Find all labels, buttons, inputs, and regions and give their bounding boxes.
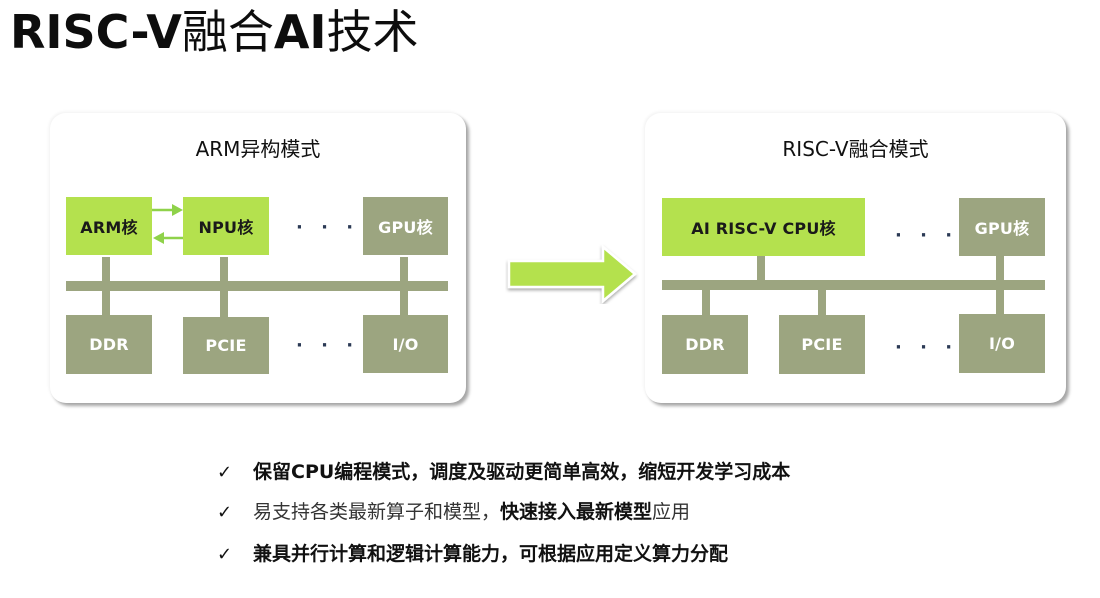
benefit-item-3: ✓ 兼具并行计算和逻辑计算能力，可根据应用定义算力分配: [217, 540, 728, 569]
title-part-ai: AI: [273, 5, 327, 59]
pcie-bus-connector: [220, 291, 228, 317]
cpu-bus-connector: [757, 256, 765, 280]
io-bus-connector: [996, 290, 1004, 314]
arm-heterogeneous-panel: ARM异构模式 ARM核 NPU核 GPU核 · · · DDR PCIE I/…: [50, 113, 466, 403]
benefit-3-text: 兼具并行计算和逻辑计算能力，可根据应用定义算力分配: [253, 543, 729, 565]
checkmark-icon: ✓: [217, 502, 233, 523]
pcie-bus-connector: [818, 290, 826, 315]
transition-arrow-icon: [507, 244, 637, 304]
riscv-fusion-panel: RISC-V融合模式 AI RISC-V CPU核 GPU核 · · · DDR…: [645, 113, 1066, 403]
ddr-box: DDR: [66, 315, 152, 374]
more-peripherals-ellipsis: · · ·: [296, 335, 360, 356]
system-bus: [66, 281, 448, 291]
ddr-box: DDR: [662, 315, 748, 374]
npu-bus-connector: [220, 257, 228, 281]
more-cores-ellipsis: · · ·: [895, 225, 959, 246]
riscv-panel-title: RISC-V融合模式: [782, 137, 929, 161]
benefit-2-text-a: 易支持各类最新算子和模型，: [253, 501, 501, 523]
gpu-core-box: GPU核: [959, 198, 1045, 256]
slide-title: RISC-V融合AI技术: [10, 2, 419, 62]
arm-core-box: ARM核: [66, 197, 152, 255]
gpu-bus-connector: [400, 257, 408, 281]
ai-riscv-cpu-core-box: AI RISC-V CPU核: [662, 198, 865, 256]
benefit-item-1: ✓ 保留CPU编程模式，调度及驱动更简单高效，缩短开发学习成本: [217, 458, 790, 487]
benefit-2-text-b: 快速接入最新模型: [500, 501, 653, 523]
arrow-to-npu-head: [172, 204, 183, 216]
gpu-core-box: GPU核: [363, 197, 448, 255]
benefit-1-text: 保留CPU编程模式，调度及驱动更简单高效，缩短开发学习成本: [253, 461, 791, 483]
title-part-tech: 技术: [326, 5, 419, 59]
checkmark-icon: ✓: [217, 462, 233, 483]
arm-bus-connector: [102, 257, 110, 281]
npu-core-box: NPU核: [183, 197, 269, 255]
title-part-fusion: 融合: [181, 5, 274, 59]
transition-arrow-shape: [507, 244, 637, 304]
system-bus: [662, 280, 1045, 290]
more-peripherals-ellipsis: · · ·: [895, 337, 959, 358]
benefit-item-2: ✓ 易支持各类最新算子和模型，快速接入最新模型应用: [217, 498, 690, 527]
benefit-2-text-c: 应用: [652, 501, 691, 523]
io-box: I/O: [363, 315, 448, 373]
arm-npu-link-arrows-icon: [152, 204, 183, 244]
title-part-riscv: RISC-V: [10, 5, 182, 59]
more-cores-ellipsis: · · ·: [296, 217, 360, 238]
arm-panel-title: ARM异构模式: [195, 137, 321, 161]
ddr-bus-connector: [702, 290, 710, 315]
io-box: I/O: [959, 314, 1045, 373]
arrow-to-arm-head: [153, 232, 164, 244]
io-bus-connector: [400, 291, 408, 315]
checkmark-icon: ✓: [217, 544, 233, 565]
pcie-box: PCIE: [779, 315, 865, 374]
gpu-bus-connector: [996, 256, 1004, 280]
pcie-box: PCIE: [183, 317, 269, 374]
ddr-bus-connector: [102, 291, 110, 315]
